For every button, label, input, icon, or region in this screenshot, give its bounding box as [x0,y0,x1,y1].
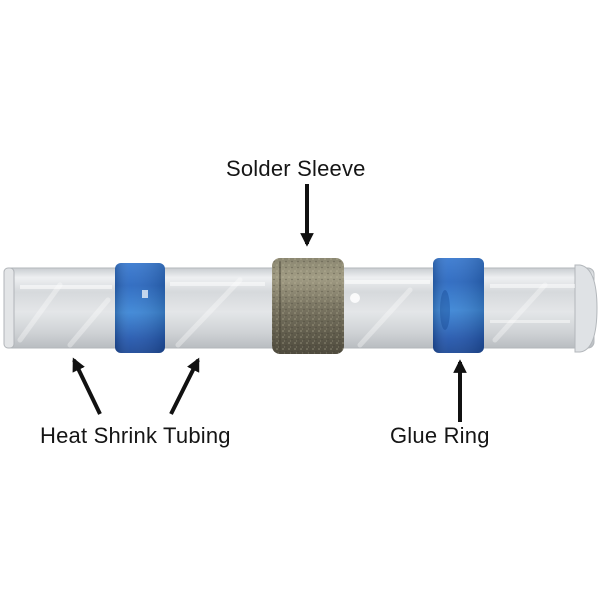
glue-ring-label: Glue Ring [390,423,490,448]
solder-sleeve [272,258,344,354]
glue-ring-left [115,263,165,353]
heat-shrink-tubing-label: Heat Shrink Tubing [40,423,231,448]
heat-shrink-arrow-right [169,357,200,415]
heat-shrink-arrow-left [72,357,102,415]
solder-sleeve-label: Solder Sleeve [226,156,366,181]
glue-ring-right [433,258,484,353]
